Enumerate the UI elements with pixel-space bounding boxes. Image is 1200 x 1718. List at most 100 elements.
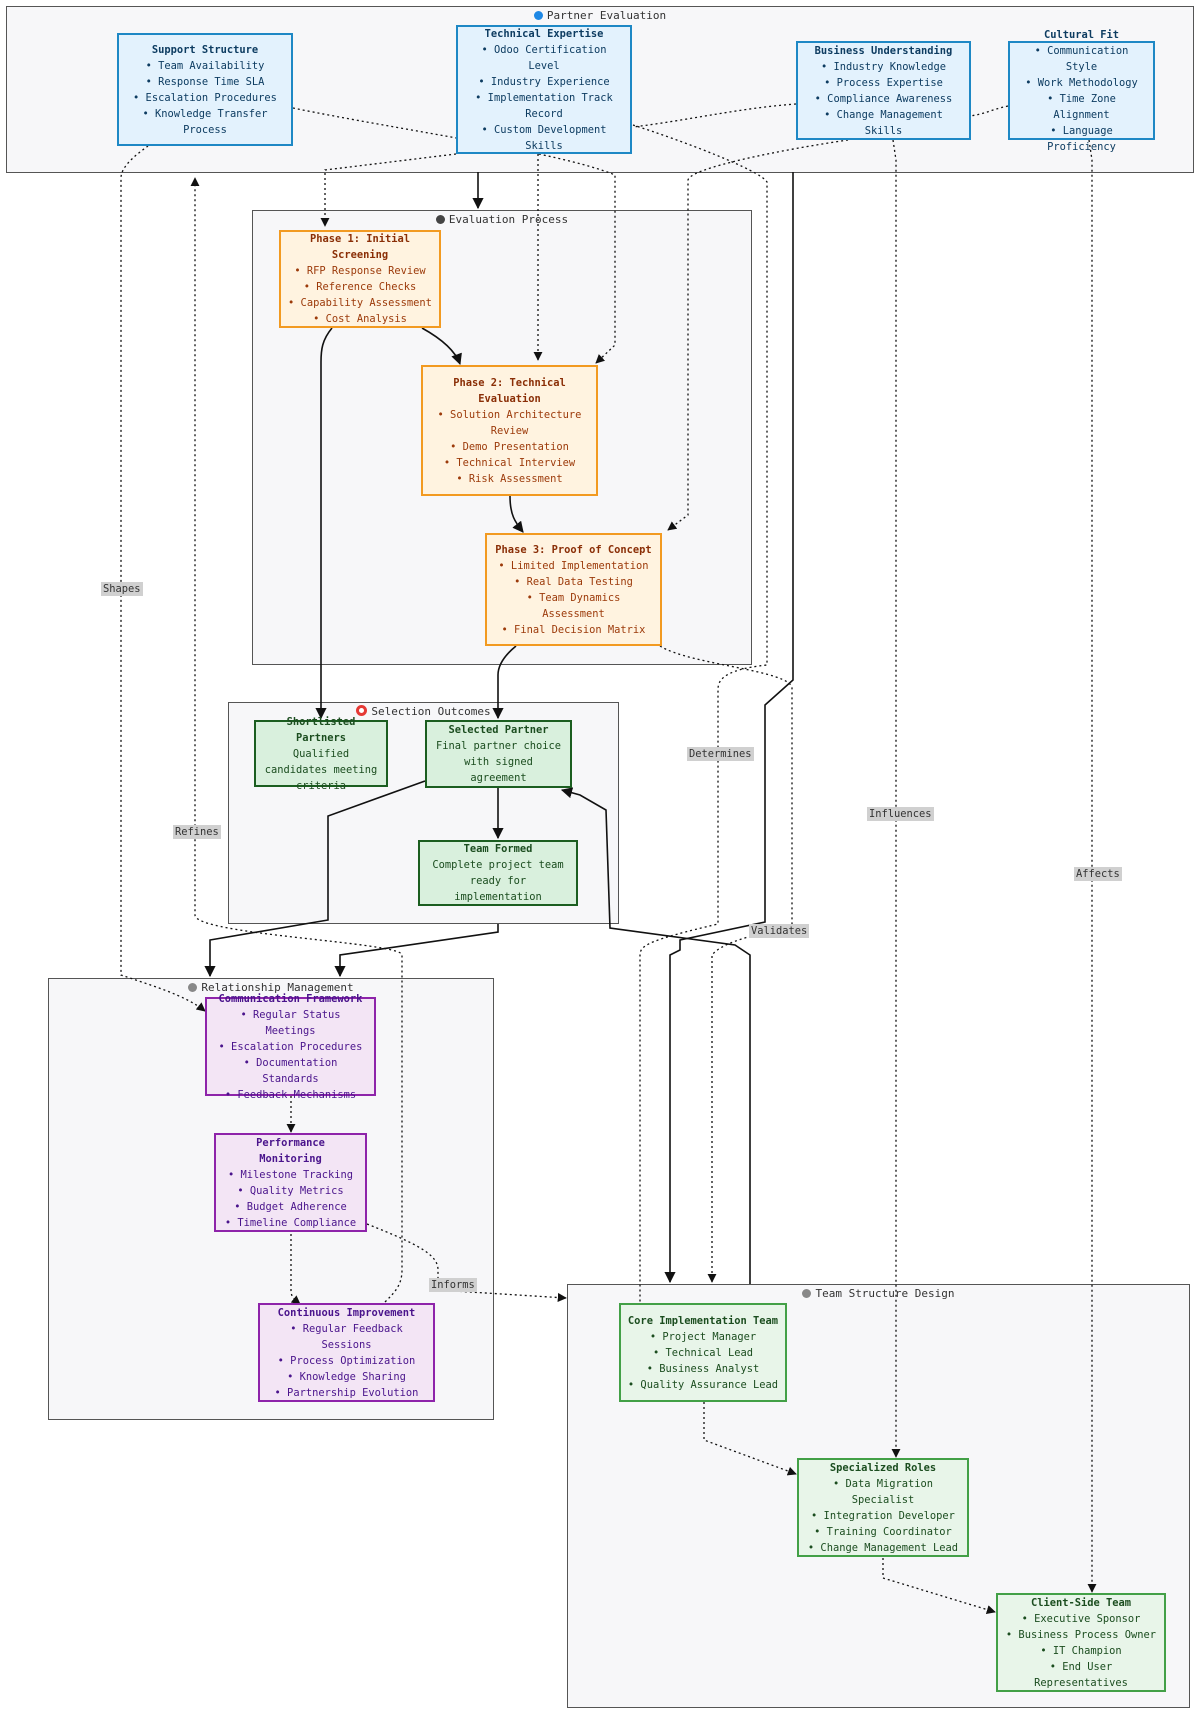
edge-partner-to-team-structure — [664, 172, 794, 1284]
node-line: Qualified candidates meeting criteria — [264, 747, 378, 792]
node-title: Support Structure — [151, 43, 259, 56]
node-phase1-initial-screening[interactable]: Phase 1: Initial Screening • RFP Respons… — [279, 230, 441, 328]
node-line: • Team Dynamics Assessment — [526, 591, 621, 620]
blue-circle-icon — [533, 11, 543, 20]
node-line: • Team Availability — [145, 59, 265, 72]
node-title: Continuous Improvement — [277, 1306, 416, 1319]
node-line: • Escalation Procedures — [133, 91, 277, 104]
node-line: • Knowledge Transfer Process — [142, 107, 268, 136]
edge-performance-to-improvement — [290, 1234, 301, 1305]
edge-support-to-communication — [120, 145, 206, 1012]
cluster-label-selection-outcomes: Selection Outcomes — [229, 705, 618, 718]
node-title: Client-Side Team — [1030, 1596, 1132, 1609]
node-title: Performance Monitoring — [256, 1136, 325, 1165]
edge-business-to-specialized — [891, 139, 901, 1458]
cluster-label-team-structure-design: Team Structure Design — [568, 1287, 1189, 1300]
node-line: • Feedback Mechanisms — [224, 1088, 357, 1101]
node-line: • Integration Developer — [811, 1509, 955, 1522]
edge-teamformed-to-relationship — [334, 924, 499, 978]
edge-selected-to-relationship — [204, 780, 426, 978]
edge-label-affects: Affects — [1074, 867, 1122, 881]
node-line: • Implementation Track Record — [475, 91, 613, 120]
node-shortlisted-partners[interactable]: Shortlisted Partners Qualified candidate… — [254, 716, 388, 792]
node-communication-framework[interactable]: Communication Framework • Regular Status… — [205, 993, 376, 1101]
node-team-formed[interactable]: Team Formed Complete project team ready … — [418, 840, 578, 906]
node-core-implementation-team[interactable]: Core Implementation Team • Project Manag… — [619, 1303, 787, 1402]
node-line: • Technical Interview — [443, 456, 576, 469]
node-title: Selected Partner — [448, 724, 549, 736]
node-line: • Custom Development Skills — [481, 123, 607, 152]
node-title: Phase 1: Initial Screening — [309, 233, 411, 261]
node-line: • Change Management Lead — [807, 1541, 959, 1554]
edge-label-validates: Validates — [749, 924, 810, 938]
gray-circle-icon — [802, 1289, 812, 1298]
node-line: • Odoo Certification Level — [481, 43, 607, 72]
node-line: • Communication Style — [1034, 44, 1129, 73]
node-line: • IT Champion — [1040, 1644, 1122, 1657]
node-line: • Executive Sponsor — [1021, 1612, 1141, 1625]
node-line: • Knowledge Sharing — [287, 1370, 406, 1383]
node-title: Specialized Roles — [829, 1461, 937, 1474]
node-line: • Quality Assurance Lead — [627, 1378, 779, 1391]
node-selected-partner[interactable]: Selected Partner Final partner choice wi… — [425, 720, 572, 788]
node-line: • Capability Assessment — [288, 297, 432, 309]
edge-label-refines: Refines — [173, 825, 221, 839]
node-line: • Industry Experience — [478, 75, 610, 88]
edge-label-determines: Determines — [687, 747, 754, 761]
node-support-structure[interactable]: Support Structure • Team Availability • … — [117, 33, 293, 146]
node-line: • Data Migration Specialist — [832, 1477, 934, 1506]
node-line: • Business Analyst — [646, 1362, 760, 1375]
node-line: • Escalation Procedures — [218, 1040, 363, 1053]
edge-coreteam-to-specialized — [703, 1402, 797, 1476]
node-title: Communication Framework — [218, 992, 363, 1005]
cluster-label-partner-evaluation: Partner Evaluation — [7, 9, 1193, 22]
edge-technical-to-coreteam — [632, 124, 768, 1313]
node-specialized-roles[interactable]: Specialized Roles • Data Migration Speci… — [797, 1458, 969, 1557]
node-line: • Regular Status Meetings — [240, 1008, 341, 1037]
node-continuous-improvement[interactable]: Continuous Improvement • Regular Feedbac… — [258, 1303, 435, 1402]
node-title: Team Formed — [463, 843, 533, 855]
node-technical-expertise[interactable]: Technical Expertise • Odoo Certification… — [456, 25, 632, 154]
node-line: • End User Representatives — [1034, 1660, 1128, 1689]
node-line: • Reference Checks — [303, 281, 417, 293]
node-phase2-technical-evaluation[interactable]: Phase 2: Technical Evaluation • Solution… — [421, 365, 598, 496]
node-performance-monitoring[interactable]: Performance Monitoring • Milestone Track… — [214, 1133, 367, 1232]
edge-phase2-to-phase3 — [509, 495, 524, 533]
node-line: Final partner choice with signed agreeme… — [435, 740, 562, 784]
node-title: Technical Expertise — [484, 27, 604, 40]
cluster-label-evaluation-process: Evaluation Process — [253, 213, 751, 226]
edge-label-shapes: Shapes — [101, 582, 143, 596]
edge-technical-to-phase1 — [320, 153, 457, 227]
edge-label-influences: Influences — [867, 807, 934, 821]
node-client-side-team[interactable]: Client-Side Team • Executive Sponsor • B… — [996, 1593, 1166, 1692]
edge-specialized-to-client — [882, 1558, 996, 1614]
node-title: Phase 2: Technical Evaluation — [453, 376, 566, 405]
node-line: • Industry Knowledge — [820, 60, 947, 73]
node-line: • Timeline Compliance — [224, 1216, 357, 1229]
edge-phase1-to-shortlisted — [315, 327, 333, 720]
edge-phase1-to-phase2 — [421, 327, 462, 366]
gray-circle-icon — [188, 983, 198, 992]
node-line: • Risk Assessment — [456, 472, 563, 485]
edge-cultural-to-client — [1087, 139, 1097, 1593]
node-line: • Process Expertise — [824, 76, 943, 89]
node-line: • Time Zone Alignment — [1047, 92, 1116, 121]
node-title: Phase 3: Proof of Concept — [495, 543, 652, 556]
node-title: Business Understanding — [814, 44, 953, 57]
node-line: • Limited Implementation — [498, 559, 649, 572]
edge-performance-to-teamstructure — [366, 1223, 567, 1303]
node-line: • Regular Feedback Sessions — [290, 1322, 403, 1351]
node-line: • Documentation Standards — [243, 1056, 338, 1085]
node-line: • Demo Presentation — [450, 440, 569, 453]
edge-team-structure-to-selected — [560, 787, 751, 1284]
edge-business-to-technical-link — [632, 103, 797, 128]
node-business-understanding[interactable]: Business Understanding • Industry Knowle… — [796, 41, 971, 140]
node-cultural-fit[interactable]: Cultural Fit • Communication Style • Wor… — [1008, 29, 1155, 153]
node-line: • Cost Analysis — [313, 313, 407, 325]
node-phase3-proof-of-concept[interactable]: Phase 3: Proof of Concept • Limited Impl… — [485, 533, 662, 646]
node-line: • RFP Response Review — [294, 265, 426, 277]
node-title: Core Implementation Team — [627, 1314, 779, 1327]
node-line: • Quality Metrics — [237, 1184, 344, 1197]
node-line: • Work Methodology — [1025, 76, 1138, 89]
